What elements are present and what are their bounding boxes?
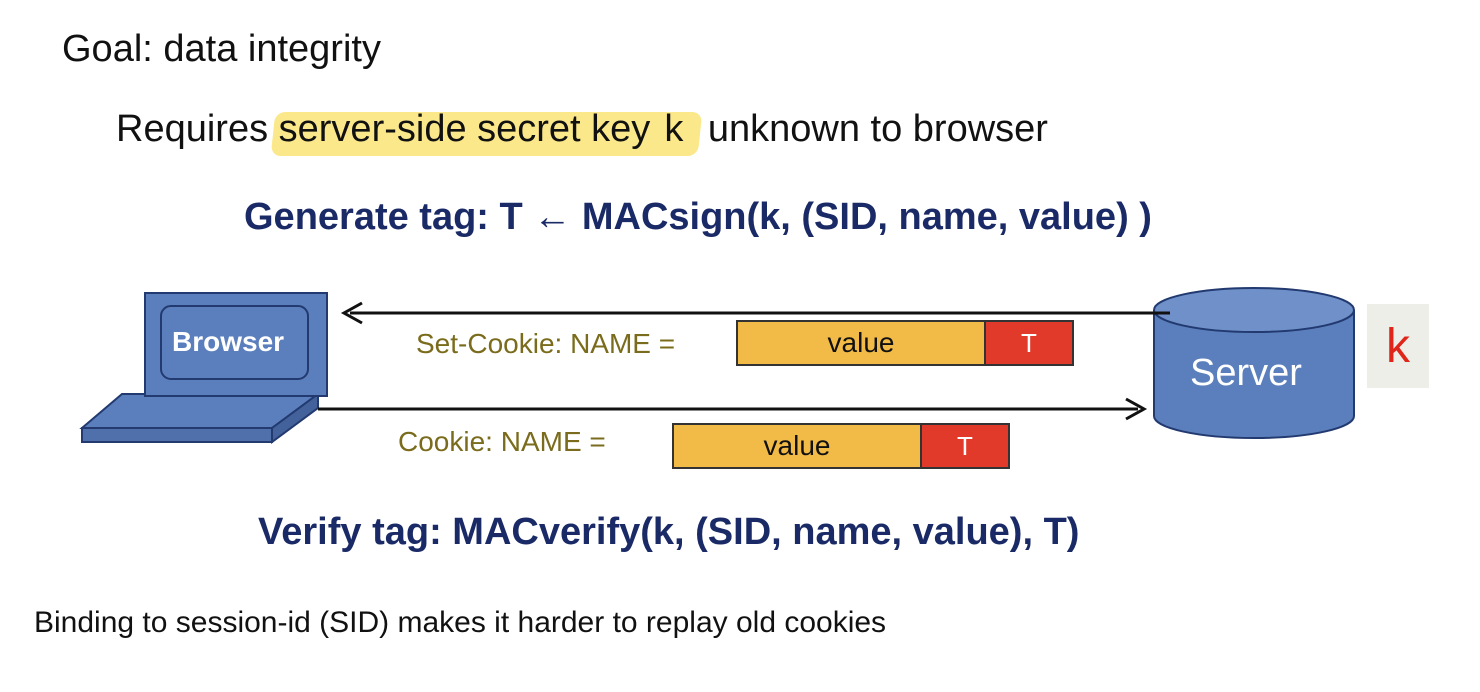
secret-key-letter: k: [664, 108, 684, 150]
server-cylinder-top: [1153, 287, 1355, 333]
requirement-suffix: unknown to browser: [707, 108, 1048, 150]
server-label: Server: [1190, 352, 1302, 394]
highlighted-phrase: server-side secret key k: [279, 108, 684, 150]
set-cookie-arrowhead: [340, 301, 363, 325]
cookie-value: value: [674, 425, 922, 467]
cookie-label: Cookie: NAME =: [398, 426, 606, 457]
browser-label: Browser: [172, 326, 285, 357]
cookie-tag: T: [922, 425, 1008, 467]
set-cookie-bar: value T: [736, 320, 1074, 366]
goal-heading: Goal: data integrity: [62, 28, 381, 70]
highlighted-phrase-text: server-side secret key: [278, 108, 651, 150]
set-cookie-label: Set-Cookie: NAME =: [416, 328, 676, 359]
requirement-line: Requires server-side secret key k unknown…: [116, 110, 1048, 148]
verify-tag-formula: Verify tag: MACverify(k, (SID, name, val…: [258, 511, 1080, 553]
cookie-bar: value T: [672, 423, 1010, 469]
cookie-arrowhead: [1125, 397, 1148, 421]
requirement-prefix: Requires: [116, 108, 269, 150]
secret-key-box: k: [1367, 304, 1429, 388]
secret-key-label: k: [1386, 319, 1410, 373]
generate-tag-formula: Generate tag: T ← MACsign(k, (SID, name,…: [244, 196, 1152, 238]
set-cookie-tag: T: [986, 322, 1072, 364]
server-cylinder-body: [1153, 310, 1355, 439]
laptop-base-front: [81, 427, 273, 443]
binding-note: Binding to session-id (SID) makes it har…: [34, 606, 887, 639]
set-cookie-value: value: [738, 322, 986, 364]
laptop-screen-inner: [160, 305, 309, 380]
